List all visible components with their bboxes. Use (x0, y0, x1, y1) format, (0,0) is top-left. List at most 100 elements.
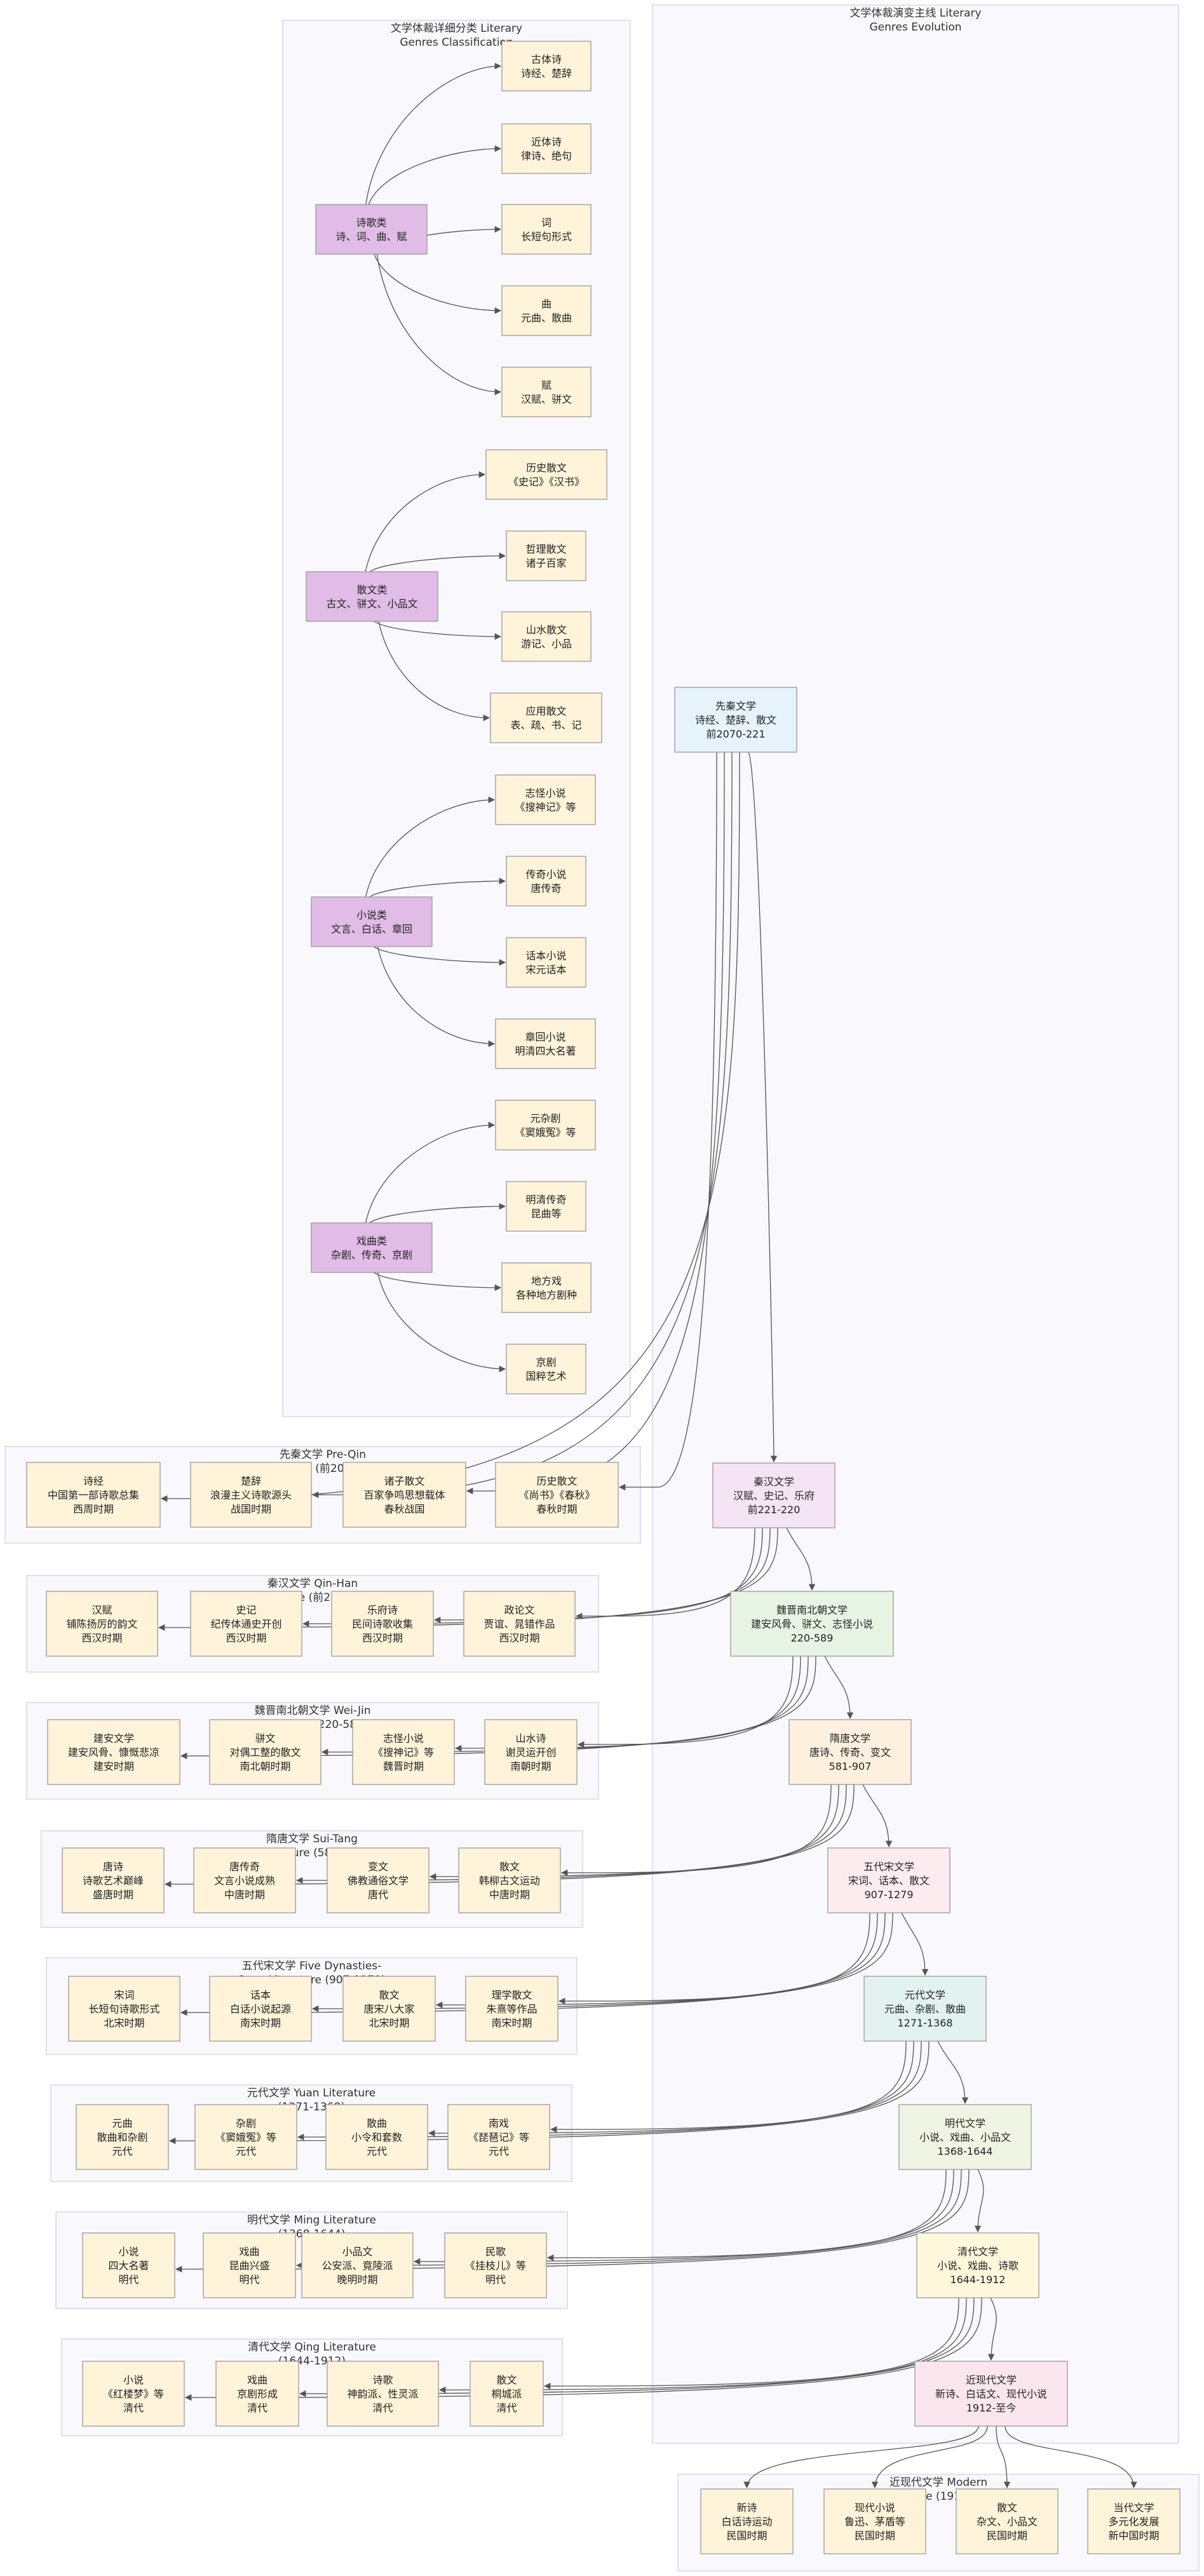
node-novel-1[interactable]: 志怪小说《搜神记》等 (495, 774, 596, 825)
edge-e_qin_han-to-work (575, 1527, 755, 1620)
node-poetry-5[interactable]: 赋汉赋、骈文 (501, 367, 592, 417)
node-label-line: 先秦文学 (715, 700, 756, 712)
node-label-line: 《琵琶记》等 (468, 2131, 529, 2143)
edge-e_qing-to-next (987, 2297, 997, 2361)
node-label-line: 哲理散文 (525, 543, 566, 555)
node-q-1[interactable]: 小说《红楼梦》等清代 (82, 2361, 185, 2427)
edge-prose-to-sub (378, 621, 490, 722)
node-label-line: 明清传奇 (525, 1194, 566, 1206)
node-box (501, 204, 592, 255)
node-label-line: 魏晋南北朝文学 (776, 1604, 848, 1616)
node-label-line: 清代 (372, 2402, 393, 2414)
node-box (463, 1591, 576, 1657)
node-y-4[interactable]: 南戏《琵琶记》等元代 (447, 2104, 550, 2170)
node-pq-4[interactable]: 历史散文《尚书》《春秋》春秋时期 (495, 1462, 619, 1528)
node-prose-1[interactable]: 历史散文《史记》《汉书》 (485, 449, 607, 500)
node-label-line: 浪漫主义诗歌源头 (210, 1489, 292, 1501)
node-label-line: 山水散文 (526, 624, 567, 636)
group-title-line: 清代文学 Qing Literature (248, 2341, 376, 2354)
edge-modern-to-work (871, 2425, 988, 2489)
node-poetry-4[interactable]: 曲元曲、散曲 (501, 285, 592, 336)
edge-e_yuan-to-work (428, 2040, 914, 2137)
node-label-line: 秦汉文学 (754, 1476, 794, 1488)
group-title-line: Genres Evolution (869, 21, 961, 34)
node-box (788, 1719, 912, 1785)
node-y-2[interactable]: 杂剧《窦娥冤》等元代 (194, 2104, 297, 2170)
node-m-4[interactable]: 民歌《挂枝儿》等明代 (444, 2232, 547, 2298)
node-label-line: 京剧形成 (237, 2388, 278, 2400)
node-box (26, 1462, 161, 1528)
node-label-line: 1271-1368 (897, 2017, 952, 2029)
node-label-line: 清代 (247, 2402, 267, 2414)
node-label-line: 律诗、绝句 (521, 150, 572, 162)
node-label-line: 贾谊、晁错作品 (484, 1618, 555, 1630)
node-box (458, 1847, 561, 1913)
node-drama-1[interactable]: 元杂剧《窦娥冤》等 (495, 1100, 596, 1150)
node-label-line: 南宋时期 (240, 2017, 281, 2029)
node-label-line: 西汉时期 (81, 1632, 122, 1644)
node-box (506, 1181, 586, 1232)
node-label-line: 小说 (118, 2246, 139, 2258)
edge-prose-to-sub (365, 471, 486, 572)
node-label-line: 清代文学 (957, 2246, 998, 2258)
node-box (306, 571, 438, 622)
node-label-line: 581-907 (829, 1760, 872, 1772)
